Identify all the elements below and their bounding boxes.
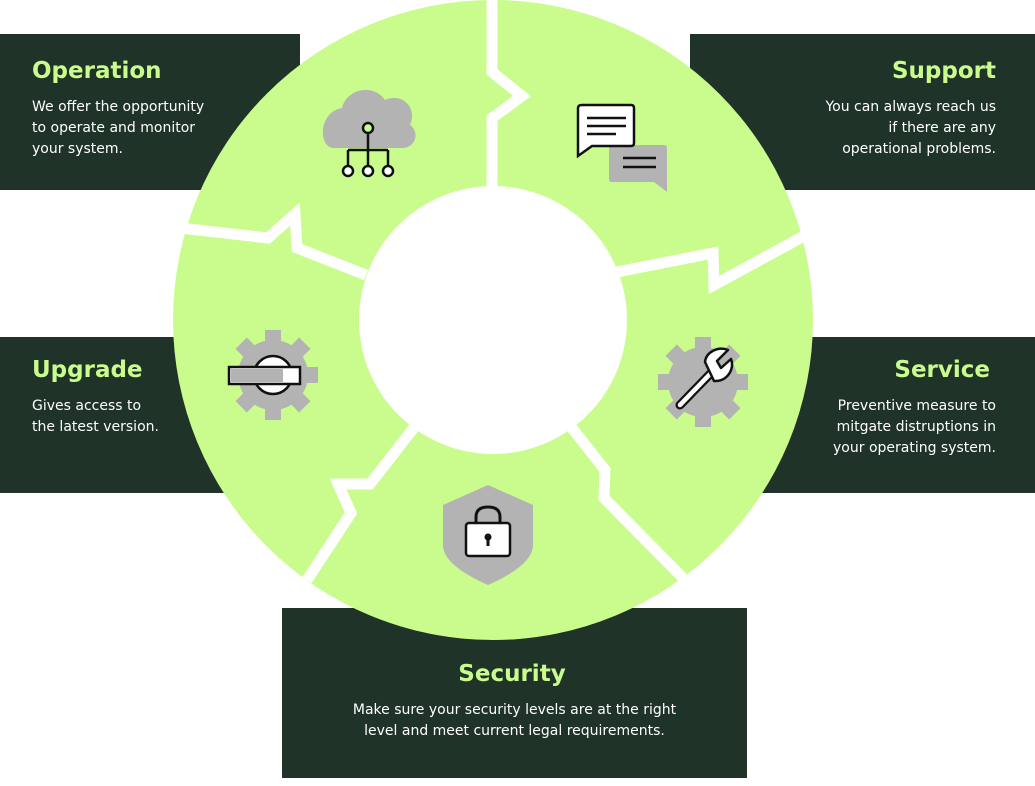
security-description: Make sure your security levels are at th… <box>282 700 747 742</box>
upgrade-description: Gives access to the latest version. <box>32 396 159 438</box>
support-description: You can always reach us if there are any… <box>825 97 996 160</box>
shield-lock-icon <box>443 485 533 585</box>
support-line-3: operational problems. <box>842 141 996 157</box>
separator-top <box>486 0 532 190</box>
upgrade-line-2: the latest version. <box>32 419 159 435</box>
upgrade-line-1: Gives access to <box>32 398 142 414</box>
support-title: Support <box>891 58 996 84</box>
service-description: Preventive measure to mitgate distruptio… <box>833 396 996 459</box>
support-line-2: if there are any <box>888 120 996 136</box>
wrench-gear-icon <box>658 337 748 427</box>
separator-right <box>615 225 818 295</box>
separator-bottom-left <box>302 421 421 584</box>
security-line-1: Make sure your security levels are at th… <box>352 702 677 718</box>
separator-bottom-right <box>567 424 687 582</box>
ring-hole <box>359 186 627 454</box>
service-line-2: mitgate distruptions in <box>836 419 996 435</box>
security-title: Security <box>458 661 566 687</box>
operation-title: Operation <box>32 58 162 84</box>
chat-bubbles-icon <box>576 103 667 192</box>
support-line-1: You can always reach us <box>825 99 996 115</box>
cloud-network-icon <box>322 89 416 178</box>
operation-line-3: your system. <box>32 141 123 157</box>
upgrade-title: Upgrade <box>32 357 143 383</box>
gear-upgrade-icon <box>227 330 318 420</box>
operation-description: We offer the opportunity to operate and … <box>32 97 204 160</box>
service-title: Service <box>894 357 990 383</box>
service-line-3: your operating system. <box>833 440 996 456</box>
service-line-1: Preventive measure to <box>837 398 996 414</box>
separator-left <box>179 202 369 281</box>
operation-line-2: to operate and monitor <box>32 120 196 136</box>
operation-line-1: We offer the opportunity <box>32 99 205 115</box>
security-line-2: level and meet current legal requirement… <box>364 723 665 739</box>
